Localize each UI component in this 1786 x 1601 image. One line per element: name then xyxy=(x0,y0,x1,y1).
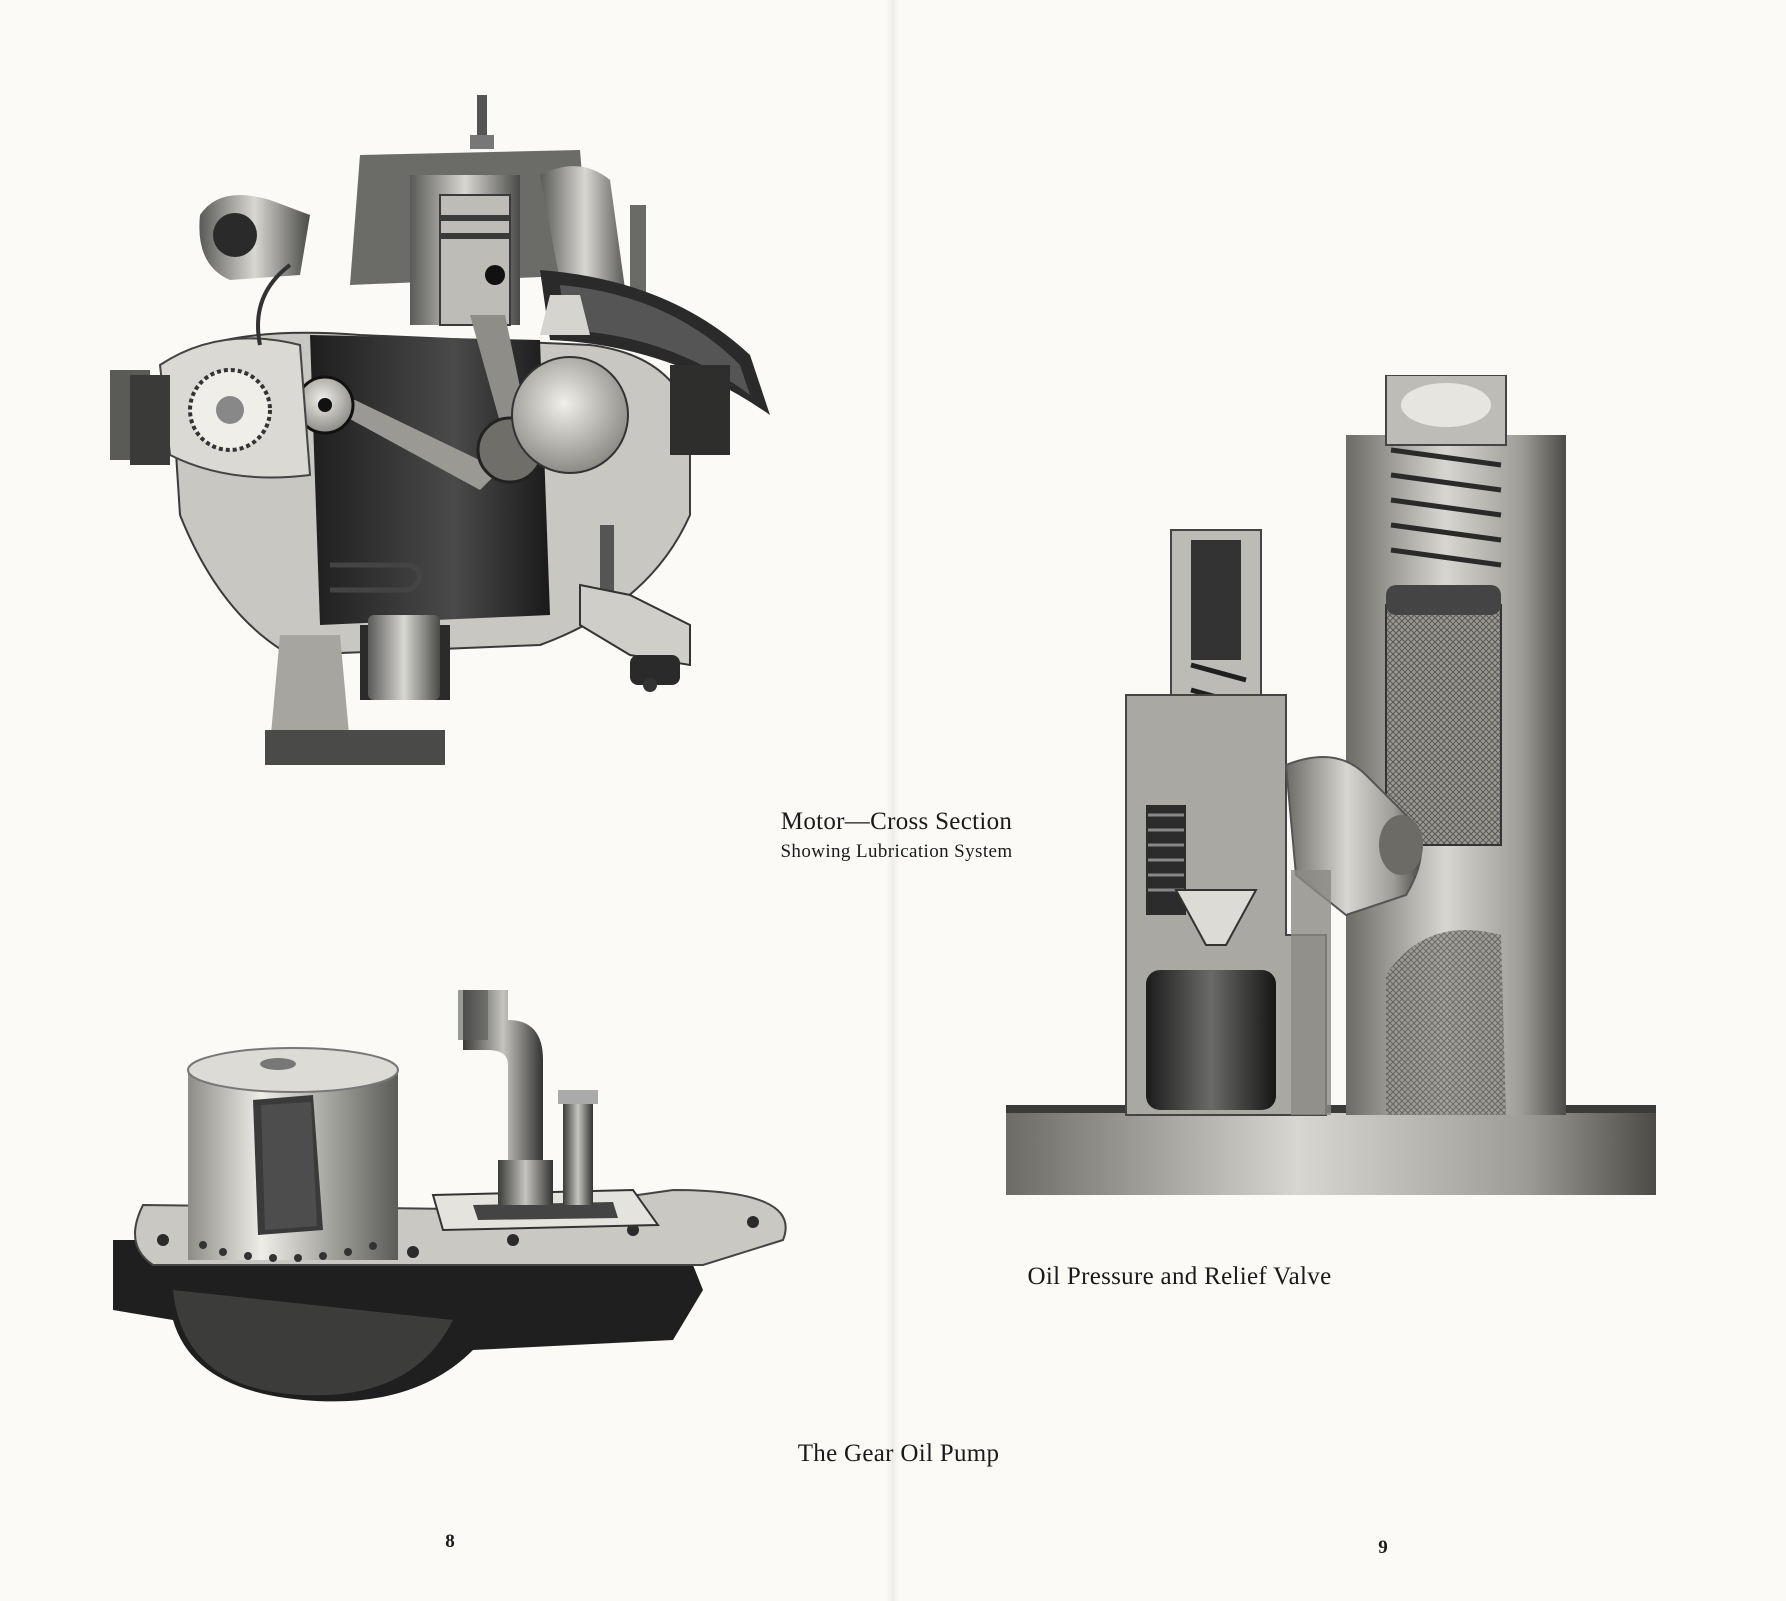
motor-cross-section-drawing xyxy=(110,95,770,765)
motor-cross-section-illustration xyxy=(110,95,800,790)
page-right: Oil Pressure and Relief Valve 9 xyxy=(893,0,1786,1601)
oil-relief-valve-drawing xyxy=(1006,375,1656,1195)
oil-relief-valve-illustration xyxy=(1006,375,1656,1205)
pump-figure-caption: The Gear Oil Pump xyxy=(797,1440,1000,1467)
gear-oil-pump-drawing xyxy=(113,990,787,1402)
page-left: Motor—Cross Section Showing Lubrication … xyxy=(110,95,1012,1552)
book-gutter xyxy=(886,0,900,1601)
page-number-right: 9 xyxy=(1378,1537,1388,1558)
page-number-left: 8 xyxy=(445,1531,455,1552)
valve-figure-caption: Oil Pressure and Relief Valve xyxy=(1027,1263,1332,1290)
motor-figure-caption: Motor—Cross Section xyxy=(780,808,1013,835)
motor-figure-subcaption: Showing Lubrication System xyxy=(780,841,1013,862)
gear-oil-pump-illustration xyxy=(113,990,793,1410)
